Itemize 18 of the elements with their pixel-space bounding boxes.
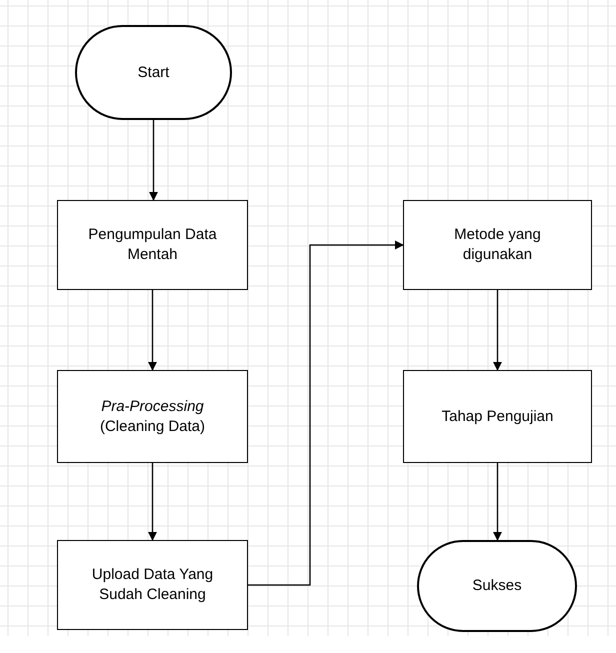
node-label: Metode yang digunakan [453, 225, 542, 265]
process-box [57, 370, 248, 463]
node-label: Pra-Processing (Cleaning Data) [98, 396, 206, 436]
arrow [148, 120, 158, 201]
node-label: Upload Data Yang Sudah Cleaning [90, 565, 214, 605]
process-box [57, 540, 248, 630]
arrow [148, 290, 158, 371]
process-box [403, 200, 592, 290]
process-box [403, 370, 592, 463]
arrow [492, 290, 502, 371]
node-label: Tahap Pengujian [440, 406, 554, 426]
process-box [57, 200, 248, 290]
arrow [248, 240, 404, 586]
arrow [148, 463, 158, 541]
node-label: Pengumpulan Data Mentah [87, 225, 218, 265]
node-label: Start [136, 62, 170, 82]
arrow [492, 463, 502, 541]
node-label: Sukses [471, 576, 523, 596]
